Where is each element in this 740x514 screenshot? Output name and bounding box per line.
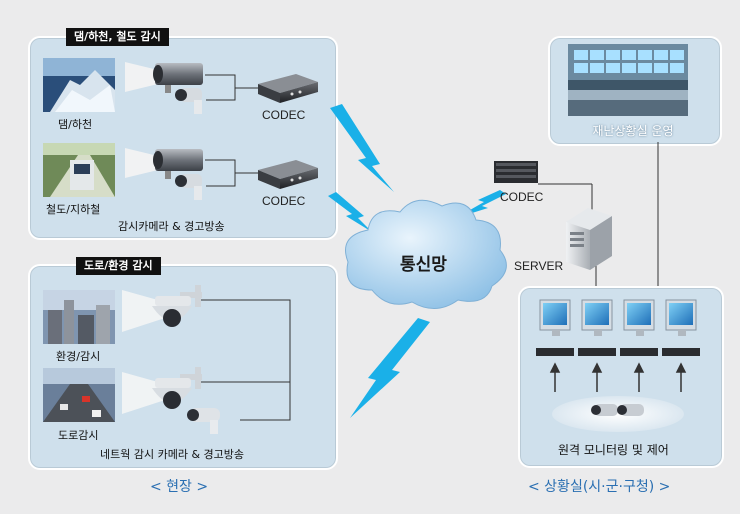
box-camera-dam [125,62,203,93]
network-codec-label: CODEC [500,190,544,204]
monitor-row [536,299,700,356]
box-camera-rail [125,148,203,179]
lightning-bolt-top [330,104,394,192]
environment-photo [43,290,115,344]
codec-label-dam: CODEC [262,108,306,122]
dam-label: 댐/하천 [58,118,93,131]
camera-glow [552,396,684,432]
road-photo [43,368,115,422]
codec-rack-device [494,161,538,183]
dome-camera-rail [175,174,202,200]
dam-rail-wiring [205,74,260,187]
codec-device-dam [258,74,318,103]
monitor-4 [665,299,697,336]
dome-camera-dam [175,88,202,114]
dam-photo [43,58,115,112]
control-footer: < 상황실(시·군·구청) > [528,479,671,495]
codec-device-rail [258,160,318,189]
codec-label-rail: CODEC [262,194,306,208]
ptz-camera-environment [122,285,202,332]
road-env-caption: 네트웍 감시 카메라 & 경고방송 [100,448,245,461]
monitor-3 [623,299,655,336]
lightning-bolt-mid [328,192,372,232]
ptz-camera-road [122,367,202,414]
dam-rail-caption: 감시카메라 & 경고방송 [118,220,225,233]
road-env-title: 도로/환경 감시 [76,257,161,275]
network-cloud [345,199,507,309]
decoder-units [536,348,700,356]
network-cloud-label: 통신망 [400,255,447,275]
monitoring-caption: 원격 모니터링 및 제어 [558,443,669,457]
rail-label: 철도/지하철 [46,203,101,216]
site-footer: < 현장 > [150,479,209,495]
signal-arrows [549,362,687,392]
environment-label: 환경/감시 [56,350,101,363]
monitor-2 [581,299,613,336]
monitor-1 [539,299,571,336]
road-env-wiring [200,299,291,421]
rail-photo [43,143,115,197]
road-label: 도로감시 [58,429,99,442]
server-label: SERVER [514,259,564,273]
server-tower [566,208,612,270]
control-cameras [591,404,644,416]
speaker-camera-road [187,408,220,434]
ops-room-caption: 재난상황실 운영 [592,124,674,138]
ops-room-photo [568,44,688,116]
lightning-bolt-bottom [350,318,430,418]
dam-rail-title: 댐/하천, 철도 감시 [66,28,169,46]
